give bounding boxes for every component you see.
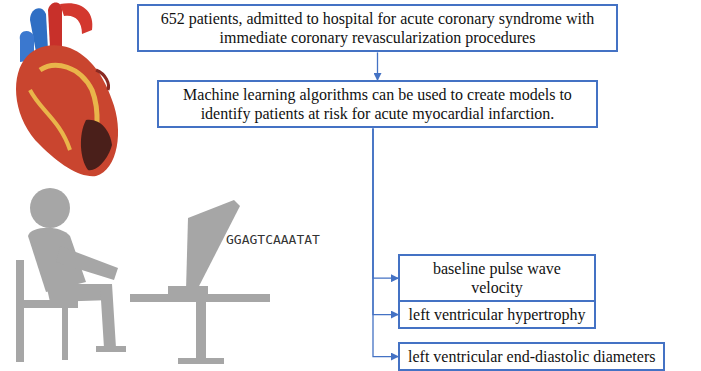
sequence-text: GGAGTCAAATAT xyxy=(226,232,320,247)
process-box: baseline pulse wave velocity xyxy=(398,254,596,302)
flow-arrow xyxy=(373,128,398,314)
flow-arrow xyxy=(377,52,378,80)
process-box: left ventricular end-diastolic diameters xyxy=(398,342,665,371)
heart-illustration xyxy=(16,3,118,177)
flow-arrow xyxy=(373,128,398,278)
box-text: left ventricular hypertrophy xyxy=(408,305,586,324)
box-text: Machine learning algorithms can be used … xyxy=(167,85,588,123)
box-text: 652 patients, admitted to hospital for a… xyxy=(147,9,608,47)
box-text: baseline pulse wave velocity xyxy=(408,259,586,297)
process-box: left ventricular hypertrophy xyxy=(398,300,596,329)
flow-arrow xyxy=(373,128,398,356)
process-box: 652 patients, admitted to hospital for a… xyxy=(137,4,618,52)
box-text: left ventricular end-diastolic diameters xyxy=(408,347,655,366)
person-illustration xyxy=(16,188,270,364)
process-box: Machine learning algorithms can be used … xyxy=(157,80,598,128)
